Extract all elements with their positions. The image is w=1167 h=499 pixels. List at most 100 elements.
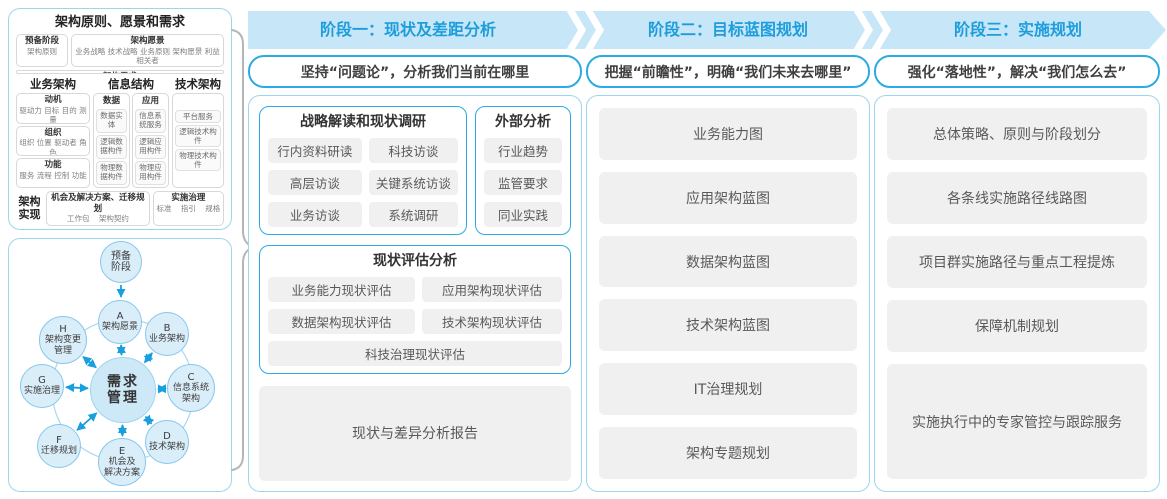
center-b-arrow	[143, 352, 154, 364]
adm-node-d: D 技术架构	[145, 420, 189, 464]
data-subheader: 数据	[102, 96, 120, 107]
adm-node-e-letter: E	[118, 446, 126, 458]
adm-node-g-label: 实施治理	[23, 386, 60, 397]
business-architecture-column: 业务架构 动机 驱动力 目标 目的 测量 组织 组织 位置 驱动者 角色 功能 …	[16, 77, 90, 189]
technology-architecture-column: 技术架构 平台服务 逻辑技术构件 物理技术构件	[172, 77, 224, 189]
function-title: 功能	[44, 159, 62, 170]
adm-node-center: 需求 管理	[90, 357, 156, 423]
band-separator-1b	[584, 10, 605, 50]
assessment-box: 现状评估分析 业务能力现状评估 应用架构现状评估 数据架构现状评估 技术架构现状…	[259, 244, 571, 374]
phase1-content-panel: 战略解读和现状调研 行内资料研读 科技访谈 高层访谈 关键系统访谈 业务访谈 系…	[248, 95, 582, 492]
platform-service-box: 平台服务	[175, 110, 221, 124]
info-system-service-box: 信息系统服务	[135, 109, 166, 134]
adm-node-f: F 迁移规划	[37, 424, 81, 468]
application-subcolumn: 应用 信息系统服务 逻辑应用构件 物理应用构件	[132, 93, 169, 189]
phase2-content-panel: 业务能力图 应用架构蓝图 数据架构蓝图 技术架构蓝图 IT治理规划 架构专题规划	[586, 95, 870, 492]
logical-data-box: 逻辑数据构件	[96, 135, 127, 160]
phase3-item: 项目群实施路径与重点工程提炼	[887, 236, 1147, 289]
adm-node-a-label: 架构愿景	[101, 322, 138, 333]
assessment-item: 应用架构现状评估	[422, 276, 562, 302]
survey-title: 战略解读和现状调研	[300, 114, 426, 130]
panel-title: 架构原则、愿景和需求	[54, 15, 185, 30]
opportunities-title: 机会及解决方案、迁移规划	[51, 193, 145, 214]
adm-node-g: G 实施治理	[20, 364, 64, 408]
impl-gov-title: 实施治理	[171, 193, 206, 204]
external-item: 行业趋势	[484, 137, 562, 163]
architecture-principles-panel: 架构原则、愿景和需求 预备阶段 架构原则 架构愿景 业务战略 技术战略 业务原则…	[8, 8, 232, 230]
prep-body: 架构原则	[27, 46, 57, 56]
center-d-arrow	[142, 414, 155, 426]
adm-node-d-letter: D	[163, 431, 171, 443]
adm-node-h-label: 架构变更 管理	[44, 335, 81, 356]
adm-node-c-label: 信息系统 架构	[172, 383, 209, 404]
adm-node-g-letter: G	[38, 375, 46, 387]
adm-node-b: B 业务架构	[145, 312, 189, 356]
adm-node-h: H 架构变更 管理	[39, 316, 87, 364]
band-separator-2a	[853, 10, 874, 50]
business-arch-header: 业务架构	[30, 77, 76, 92]
phase1-header: 阶段一：现状及差距分析	[319, 20, 497, 39]
prep-vision-row: 预备阶段 架构原则 架构愿景 业务战略 技术战略 业务原则 架构愿景 利益相关者	[16, 34, 224, 68]
adm-cycle-panel: 预备 阶段 A 架构愿景 B 业务架构 C 信息系统 架构 D 技术架构 E 机…	[8, 238, 232, 492]
physical-tech-box: 物理技术构件	[175, 149, 221, 172]
physical-data-box: 物理数据构件	[96, 161, 127, 186]
phase2-item: 应用架构蓝图	[599, 171, 857, 224]
phase2-item: 架构专题规划	[599, 427, 857, 479]
center-f-arrow	[76, 412, 98, 431]
phase2-subtitle: 把握“前瞻性”，明确“我们未来去哪里”	[586, 55, 870, 88]
adm-node-a: A 架构愿景	[98, 300, 142, 344]
phase3-item: 实施执行中的专家管控与跟踪服务	[887, 364, 1147, 479]
motivation-body: 驱动力 目标 目的 测量	[19, 106, 87, 124]
phase3-header: 阶段三：实施规划	[953, 20, 1083, 39]
assessment-item: 科技治理现状评估	[268, 340, 562, 366]
data-subcolumn: 数据 数据实体 逻辑数据构件 物理数据构件	[93, 93, 130, 189]
phase1-subtitle: 坚持“问题论”，分析我们当前在哪里	[248, 55, 582, 88]
physical-app-box: 物理应用构件	[135, 161, 166, 186]
application-subheader: 应用	[141, 96, 159, 107]
phase2-item: 数据架构蓝图	[599, 235, 857, 288]
phase3-item: 保障机制规划	[887, 300, 1147, 353]
phase2-item: 技术架构蓝图	[599, 299, 857, 352]
survey-item: 系统调研	[368, 201, 458, 227]
motivation-title: 动机	[44, 95, 62, 106]
gap-report-box: 现状与差异分析报告	[259, 385, 571, 481]
adm-node-center-label: 需求 管理	[107, 373, 139, 406]
phase-header-band	[248, 10, 1166, 50]
technology-box: 平台服务 逻辑技术构件 物理技术构件	[172, 93, 224, 189]
assessment-item: 业务能力现状评估	[268, 276, 415, 302]
external-title: 外部分析	[495, 114, 551, 130]
technology-header: 技术架构	[175, 77, 221, 92]
band-separator-2b	[871, 10, 892, 50]
prep-title: 预备阶段	[24, 36, 59, 46]
survey-box: 战略解读和现状调研 行内资料研读 科技访谈 高层访谈 关键系统访谈 业务访谈 系…	[259, 106, 467, 235]
assessment-item: 数据架构现状评估	[268, 308, 415, 334]
external-item: 同业实践	[484, 201, 562, 227]
requirements-box: 架构需求 需求 约束 假设 差距	[16, 70, 224, 75]
band-separator-1a	[566, 10, 587, 50]
survey-item: 业务访谈	[268, 201, 362, 227]
phase1-top-row: 战略解读和现状调研 行内资料研读 科技访谈 高层访谈 关键系统访谈 业务访谈 系…	[259, 106, 571, 235]
organization-title: 组织	[44, 127, 62, 138]
logical-app-box: 逻辑应用构件	[135, 135, 166, 160]
external-analysis-box: 外部分析 行业趋势 监管要求 同业实践	[475, 106, 571, 235]
organization-box: 组织 组织 位置 驱动者 角色	[16, 125, 90, 156]
vision-title: 架构愿景	[130, 36, 165, 46]
assessment-item: 技术架构现状评估	[422, 308, 562, 334]
impl-gov-body: 标准 指引 规格	[156, 203, 221, 213]
adm-node-e-label: 机会及 解决方案	[103, 457, 140, 478]
adm-node-f-letter: F	[56, 435, 62, 447]
adm-node-b-letter: B	[163, 323, 171, 335]
function-box: 功能 服务 流程 控制 功能	[16, 157, 90, 189]
information-structure-column: 信息结构 数据 数据实体 逻辑数据构件 物理数据构件 应用 信息系统服务 逻辑应…	[93, 77, 169, 189]
adm-node-f-label: 迁移规划	[40, 446, 77, 457]
adm-node-a-letter: A	[116, 311, 124, 323]
information-header: 信息结构	[108, 77, 154, 92]
realization-row: 架构实现 机会及解决方案、迁移规划 工作包 架构契约 实施治理 标准 指引 规格	[16, 191, 224, 226]
function-body: 服务 流程 控制 功能	[19, 170, 87, 180]
opportunities-migration-box: 机会及解决方案、迁移规划 工作包 架构契约	[46, 191, 150, 226]
phase3-item: 总体策略、原则与阶段划分	[887, 108, 1147, 161]
adm-node-b-label: 业务架构	[148, 334, 185, 345]
architecture-columns-row: 业务架构 动机 驱动力 目标 目的 测量 组织 组织 位置 驱动者 角色 功能 …	[16, 77, 224, 189]
adm-node-h-letter: H	[59, 324, 67, 336]
